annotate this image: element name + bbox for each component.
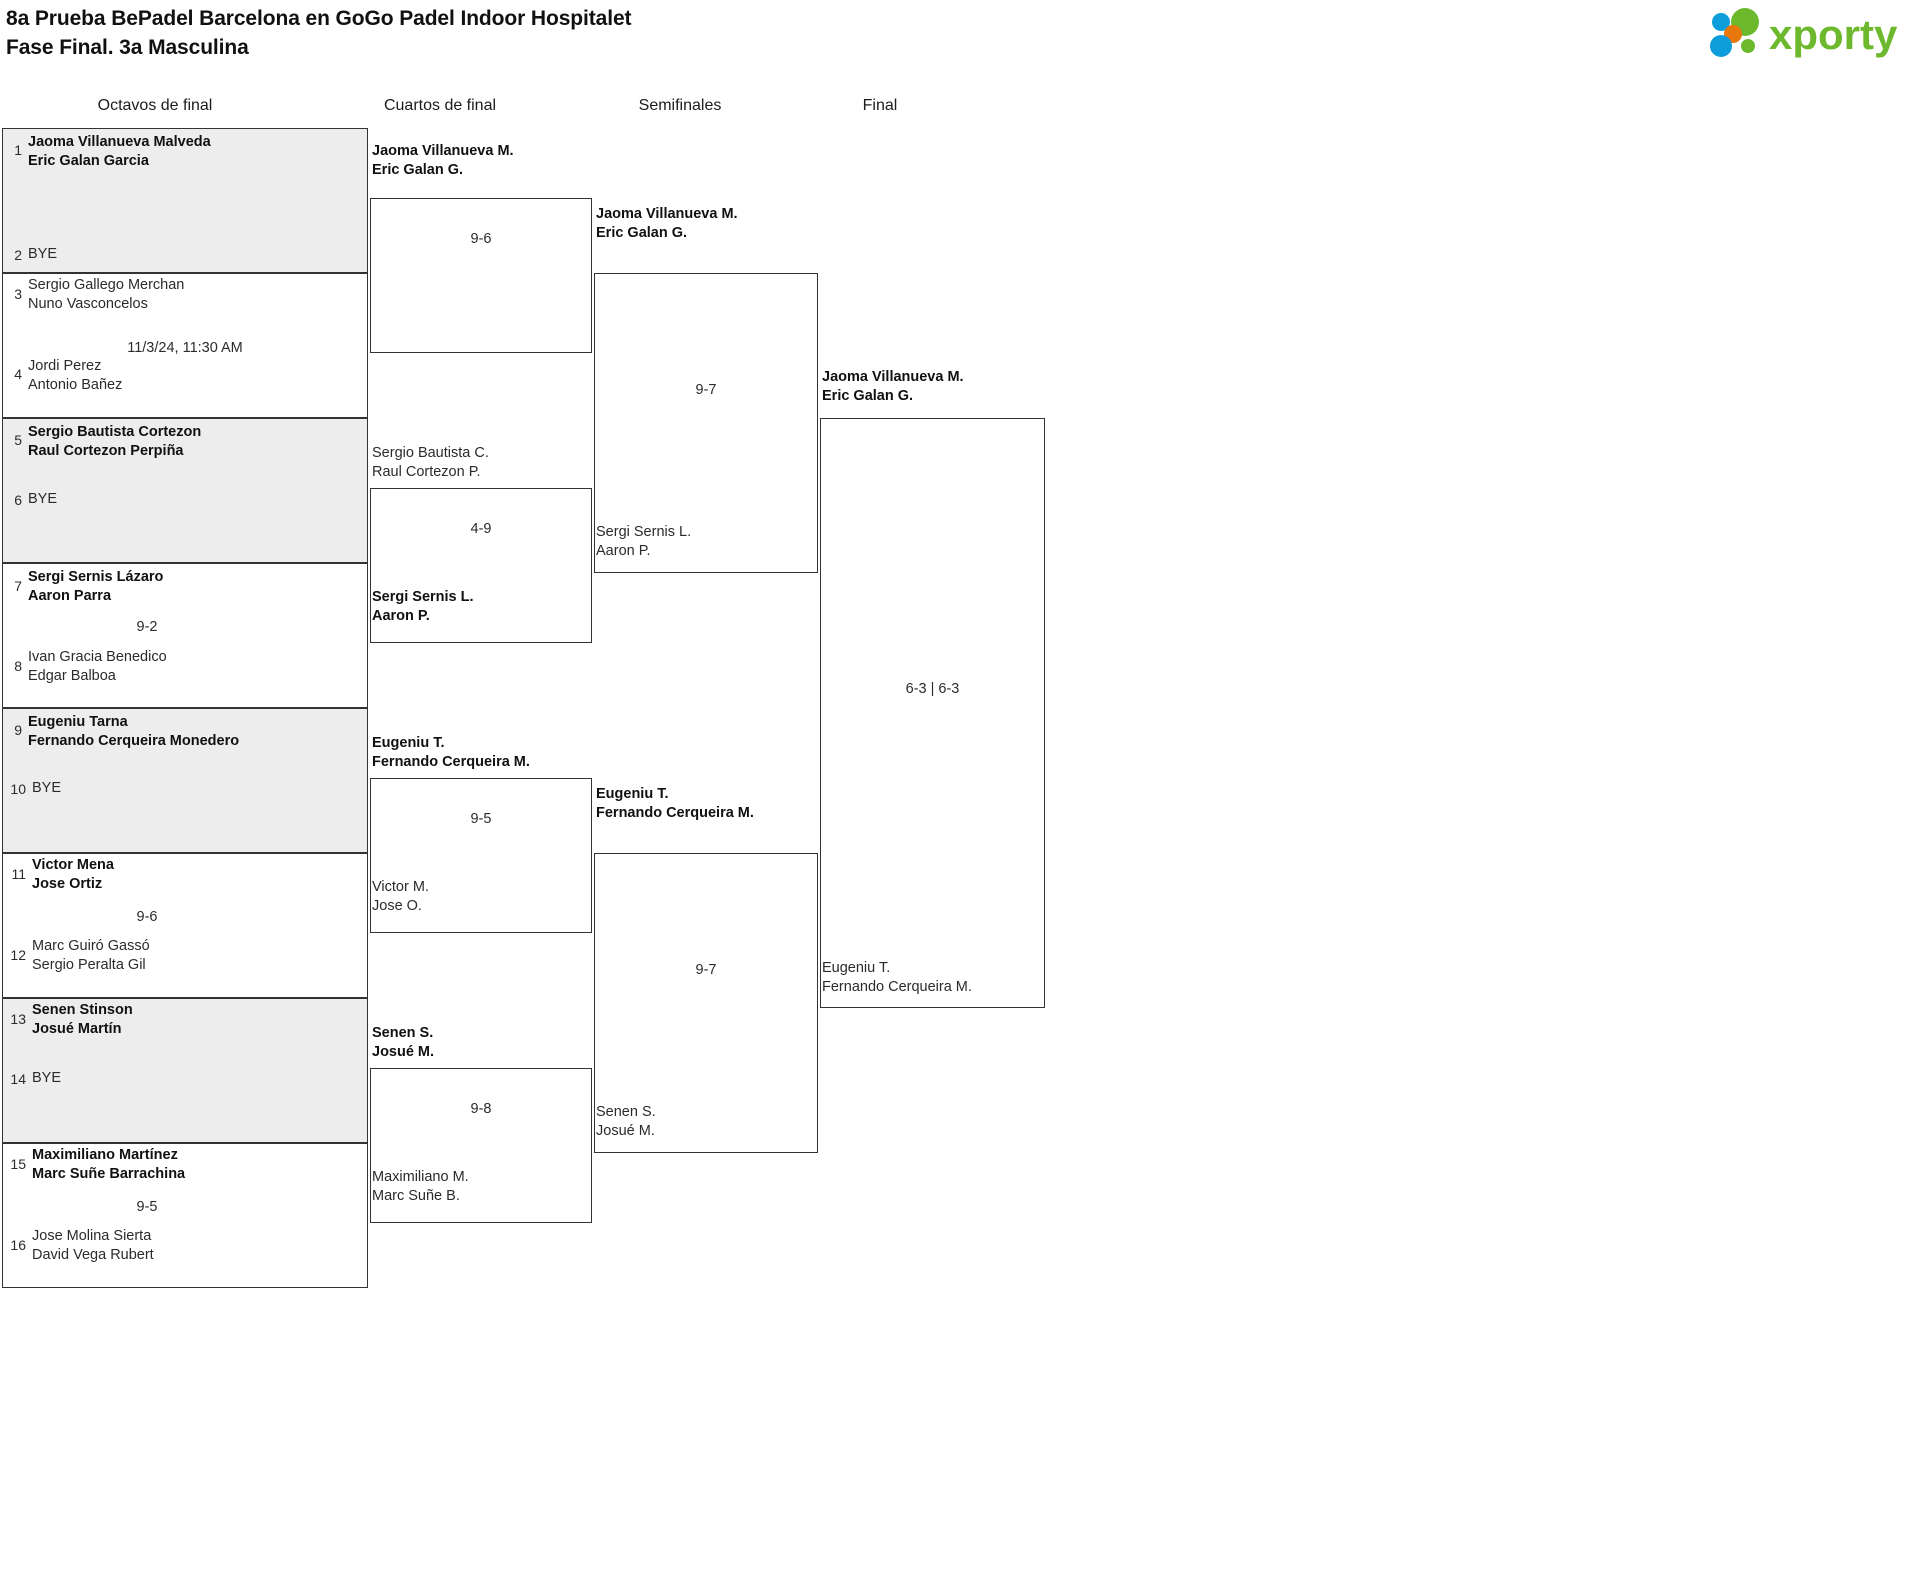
sf-team-1: Jaoma Villanueva M. Eric Galan G. [596, 206, 738, 241]
r16-match-7[interactable] [2, 998, 368, 1143]
sf-match-2[interactable] [594, 853, 818, 1153]
r16-team-16: Jose Molina Sierta David Vega Rubert [32, 1228, 154, 1263]
seed-9: 9 [14, 722, 22, 738]
r16-team-12: Marc Guiró Gassó Sergio Peralta Gil [32, 938, 150, 973]
r16-team-11: Victor Mena Jose Ortiz [32, 857, 114, 892]
r16-team-3: Sergio Gallego Merchan Nuno Vasconcelos [28, 277, 185, 312]
sf-match-1[interactable] [594, 273, 818, 573]
tournament-title-line1: 8a Prueba BePadel Barcelona en GoGo Pade… [6, 7, 632, 30]
sf-score-1: 9-7 [695, 382, 717, 398]
r16-score-8: 9-5 [136, 1199, 158, 1215]
seed-2: 2 [14, 247, 22, 263]
r16-team-15: Maximiliano Martínez Marc Suñe Barrachin… [32, 1147, 186, 1182]
r16-team-5: Sergio Bautista Cortezon Raul Cortezon P… [28, 424, 202, 459]
r16-team-7: Sergi Sernis Lázaro Aaron Parra [28, 569, 164, 604]
round-header-final: Final [862, 97, 898, 114]
qf-match-1[interactable] [370, 198, 592, 353]
round-header-cuartos: Cuartos de final [383, 97, 497, 114]
r16-match-5[interactable] [2, 708, 368, 853]
xporty-logo[interactable]: xporty [1703, 6, 1908, 58]
qf-match-3[interactable] [370, 778, 592, 933]
seed-8: 8 [14, 658, 22, 674]
tournament-title-line2: Fase Final. 3a Masculina [6, 36, 249, 59]
seed-3: 3 [14, 286, 22, 302]
sf-team-2: Sergi Sernis L. Aaron P. [596, 524, 692, 559]
r16-team-6: BYE [28, 491, 58, 507]
seed-16: 16 [10, 1237, 26, 1253]
seed-11: 11 [11, 866, 26, 882]
seed-5: 5 [14, 432, 22, 448]
qf-match-4[interactable] [370, 1068, 592, 1223]
qf-match-2[interactable] [370, 488, 592, 643]
qf-score-4: 9-8 [470, 1101, 492, 1117]
logo-wordmark: xporty [1769, 11, 1898, 58]
final-score: 6-3 | 6-3 [905, 681, 960, 697]
qf-score-2: 4-9 [470, 521, 492, 537]
r16-team-14: BYE [32, 1070, 62, 1086]
r16-team-8: Ivan Gracia Benedico Edgar Balboa [28, 649, 167, 684]
r16-team-2: BYE [28, 246, 58, 262]
r16-team-10: BYE [32, 780, 62, 796]
logo-dots-icon [1710, 8, 1759, 57]
qf-team-4: Eugeniu T. Fernando Cerqueira M. [372, 735, 530, 770]
r16-score-2: 11/3/24, 11:30 AM [127, 340, 243, 356]
sf-team-4: Senen S. Josué M. [596, 1104, 656, 1139]
qf-team-3: Sergi Sernis L. Aaron P. [372, 589, 474, 624]
seed-1: 1 [14, 142, 22, 158]
seed-4: 4 [14, 366, 22, 382]
page-title: 8a Prueba BePadel Barcelona en GoGo Pade… [6, 4, 632, 62]
qf-score-1: 9-6 [470, 231, 492, 247]
qf-score-3: 9-5 [470, 811, 492, 827]
r16-team-1: Jaoma Villanueva Malveda Eric Galan Garc… [28, 134, 211, 169]
final-match[interactable] [820, 418, 1045, 1008]
qf-team-6: Senen S. Josué M. [372, 1025, 435, 1060]
sf-score-2: 9-7 [695, 962, 717, 978]
r16-match-2[interactable] [2, 273, 368, 418]
seed-6: 6 [14, 492, 22, 508]
seed-13: 13 [10, 1011, 26, 1027]
qf-team-5: Victor M. Jose O. [372, 879, 429, 914]
seed-14: 14 [10, 1071, 26, 1087]
seed-15: 15 [10, 1156, 26, 1172]
round-header-octavos: Octavos de final [97, 97, 213, 114]
r16-score-6: 9-6 [136, 909, 158, 925]
seed-7: 7 [14, 578, 22, 594]
qf-team-2: Sergio Bautista C. Raul Cortezon P. [372, 445, 489, 480]
r16-match-6[interactable] [2, 853, 368, 998]
r16-match-3[interactable] [2, 418, 368, 563]
final-team-1: Jaoma Villanueva M. Eric Galan G. [822, 369, 964, 404]
r16-match-4[interactable] [2, 563, 368, 708]
r16-match-8[interactable] [2, 1143, 368, 1288]
seed-10: 10 [10, 781, 26, 797]
r16-match-1[interactable] [2, 128, 368, 273]
r16-team-9: Eugeniu Tarna Fernando Cerqueira Moneder… [28, 714, 240, 749]
qf-team-1: Jaoma Villanueva M. Eric Galan G. [372, 143, 514, 178]
qf-team-7: Maximiliano M. Marc Suñe B. [372, 1169, 469, 1204]
final-team-2: Eugeniu T. Fernando Cerqueira M. [822, 960, 972, 995]
seed-12: 12 [10, 947, 26, 963]
sf-team-3: Eugeniu T. Fernando Cerqueira M. [596, 786, 754, 821]
round-header-semis: Semifinales [638, 97, 722, 114]
r16-team-4: Jordi Perez Antonio Bañez [28, 358, 123, 393]
r16-team-13: Senen Stinson Josué Martín [32, 1002, 133, 1037]
r16-score-4: 9-2 [136, 619, 158, 635]
